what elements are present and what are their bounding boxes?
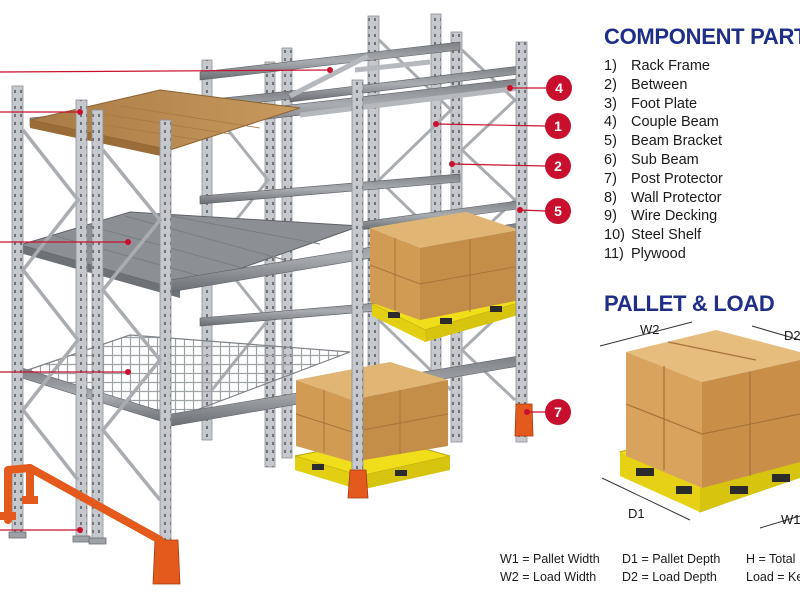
pallet-load-upper — [369, 212, 524, 342]
component-part-item: 9)Wire Decking — [604, 208, 718, 225]
callout-7: 7 — [545, 399, 571, 425]
legend-w1: W1 = Pallet Width — [500, 552, 600, 566]
leader-lines-left — [0, 69, 331, 531]
svg-text:D1: D1 — [628, 506, 645, 521]
callout-1: 1 — [545, 113, 571, 139]
component-part-item: 3)Foot Plate — [604, 95, 698, 112]
callout-4: 4 — [546, 75, 572, 101]
pallet-load-figure: W2 D2 D1 W1 — [599, 321, 800, 529]
svg-text:7: 7 — [554, 404, 562, 420]
component-part-item: 2)Between — [604, 76, 688, 93]
svg-text:4: 4 — [555, 80, 563, 96]
foot-plates — [8, 481, 367, 545]
svg-text:D2: D2 — [784, 328, 800, 343]
top-frame-members — [288, 53, 521, 118]
component-part-item: 1)Rack Frame — [604, 58, 710, 74]
component-parts-list: 1)Rack Frame 2)Between 3)Foot Plate 4)Co… — [604, 57, 723, 264]
svg-text:W2: W2 — [640, 322, 660, 337]
component-part-item: 4)Couple Beam — [604, 114, 719, 131]
svg-text:1: 1 — [554, 118, 562, 134]
svg-text:5: 5 — [554, 203, 562, 219]
callout-2: 2 — [545, 153, 571, 179]
legend-h: H = Total — [746, 552, 796, 566]
legend-w2: W2 = Load Width — [500, 570, 597, 584]
legend-d1: D1 = Pallet Depth — [622, 552, 721, 566]
leader-dots-left — [77, 67, 333, 533]
wall-protector — [4, 464, 164, 544]
component-part-item: 10)Steel Shelf — [604, 227, 702, 244]
pallet-load-lower — [294, 362, 451, 490]
component-part-item: 5)Beam Bracket — [604, 133, 723, 150]
svg-text:W1: W1 — [781, 512, 800, 527]
component-part-item: 6)Sub Beam — [604, 151, 699, 168]
pallet-load-title: PALLET & LOAD — [604, 291, 775, 316]
callout-5: 5 — [545, 198, 571, 224]
legend-d2: D2 = Load Depth — [622, 570, 717, 584]
component-part-item: 7)Post Protector — [604, 170, 723, 187]
wall-protector-feet — [0, 496, 38, 520]
component-part-item: 8)Wall Protector — [604, 189, 722, 206]
component-part-item: 11)Plywood — [604, 245, 686, 262]
front-bracing — [20, 128, 163, 502]
legend-load: Load = Ke — [746, 570, 800, 584]
callout-leaders — [435, 87, 548, 413]
callout-leader-dots — [433, 85, 530, 415]
svg-text:2: 2 — [554, 158, 562, 174]
component-parts-title: COMPONENT PARTS — [604, 24, 800, 49]
